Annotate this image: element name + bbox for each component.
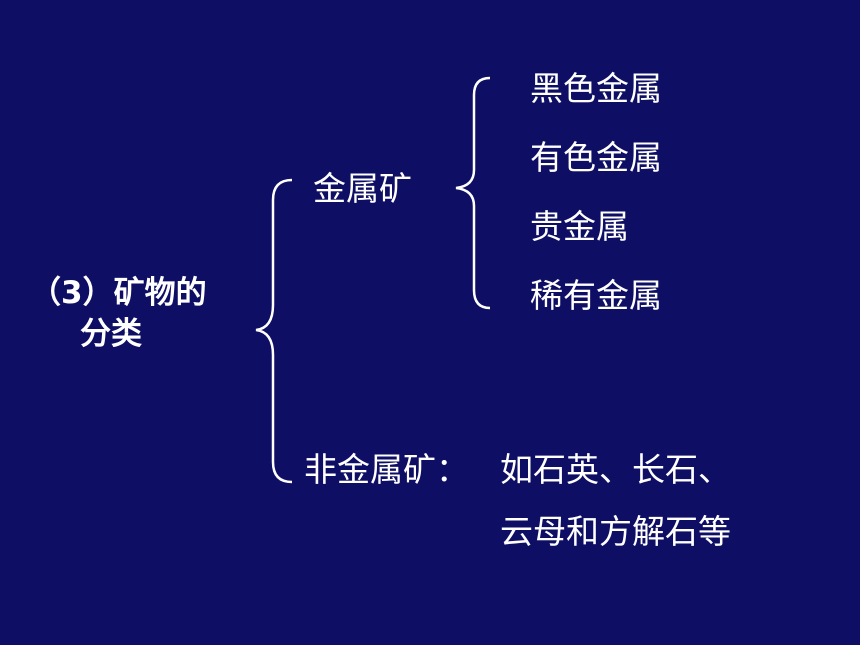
nonmetal-ore-label: 非金属矿：	[304, 450, 469, 489]
metal-ore-label: 金属矿	[313, 169, 412, 208]
metal-type-item: 稀有金属	[530, 276, 662, 315]
metal-brace	[455, 76, 491, 310]
main-label-line2: 分类	[80, 316, 142, 352]
main-label: （3）矿物的 分类	[30, 278, 207, 350]
metal-type-item: 黑色金属	[530, 69, 662, 108]
main-brace	[255, 178, 293, 484]
metal-type-item: 贵金属	[530, 207, 629, 246]
main-label-line1: （3）矿物的	[30, 275, 207, 311]
nonmetal-examples-line2: 云母和方解石等	[500, 512, 731, 551]
nonmetal-examples-line1: 如石英、长石、	[500, 450, 731, 489]
metal-type-item: 有色金属	[530, 138, 662, 177]
